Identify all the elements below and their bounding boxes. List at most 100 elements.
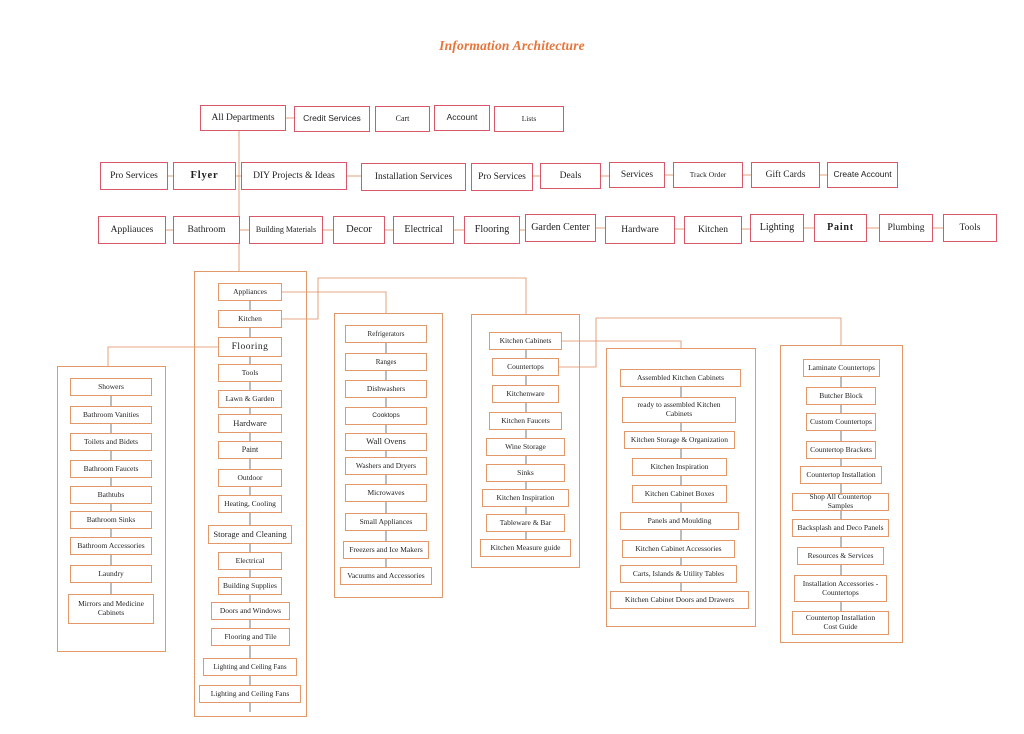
appl-washers-dryers[interactable]: Washers and Dryers [345,457,427,475]
all-dept-lighting-ceiling-fans[interactable]: Lighting and Ceiling Fans [203,658,297,676]
nav-create-account[interactable]: Create Account [827,162,898,188]
panel-kitchen-cabinets [606,348,756,627]
kit-kitchen-faucets[interactable]: Kitchen Faucets [489,412,562,430]
kit-sinks[interactable]: Sinks [486,464,565,482]
ct-installation-cost-guide[interactable]: Countertop Installation Cost Guide [792,611,889,635]
kit-kitchen-measure-guide[interactable]: Kitchen Measure guide [480,539,571,557]
ct-resources-services[interactable]: Resources & Services [797,547,884,565]
nav-gift-cards[interactable]: Gift Cards [751,162,820,188]
all-dept-lighting-ceiling-fans-2[interactable]: Lighting and Ceiling Fans [199,685,301,703]
bath-faucets[interactable]: Bathroom Faucets [70,460,152,478]
bath-toilets-bidets[interactable]: Toilets and Bidets [70,433,152,451]
dept-tools[interactable]: Tools [943,214,997,242]
nav-pro-services-2[interactable]: Pro Services [471,163,533,191]
cab-assembled[interactable]: Assembled Kitchen Cabinets [620,369,741,387]
nav-credit-services[interactable]: Credit Services [294,106,370,132]
ct-installation[interactable]: Countertop Installation [800,466,882,484]
cab-cabinet-accessories[interactable]: Kitchen Cabinet Accessories [622,540,735,558]
all-dept-appliances[interactable]: Appliances [218,283,282,301]
ct-shop-all-samples[interactable]: Shop All Countertop Samples [792,493,889,511]
bathroom-panel-link [107,346,218,366]
all-dept-heating-cooling[interactable]: Heating, Cooling [218,495,282,513]
nav-deals[interactable]: Deals [540,163,601,189]
ct-brackets[interactable]: Countertop Brackets [806,441,876,459]
ct-backsplash-deco-panels[interactable]: Backsplash and Deco Panels [792,519,889,537]
all-dept-paint[interactable]: Paint [218,441,282,459]
dept-lighting[interactable]: Lighting [750,214,804,242]
kit-kitchen-cabinets[interactable]: Kitchen Cabinets [489,332,562,350]
appl-refrigerators[interactable]: Refrigerators [345,325,427,343]
nav-lists[interactable]: Lists [494,106,564,132]
dept-building-materials[interactable]: Building Materials [249,216,323,244]
bath-accessories[interactable]: Bathroom Accessories [70,537,152,555]
bath-mirrors-medicine-cabinets[interactable]: Mirrors and Medicine Cabinets [68,594,154,624]
all-dept-doors-windows[interactable]: Doors and Windows [211,602,290,620]
appl-freezers-ice-makers[interactable]: Freezers and Ice Makers [343,541,429,559]
all-dept-electrical[interactable]: Electrical [218,552,282,570]
panel-all-departments [194,271,307,717]
cab-ready-to-assemble[interactable]: ready to assembled Kitchen Cabinets [622,397,736,423]
bath-laundry[interactable]: Laundry [70,565,152,583]
ct-butcher-block[interactable]: Butcher Block [806,387,876,405]
appl-ranges[interactable]: Ranges [345,353,427,371]
kit-wine-storage[interactable]: Wine Storage [486,438,565,456]
all-dept-flooring[interactable]: Flooring [218,337,282,357]
nav-track-order[interactable]: Track Order [673,162,743,188]
dept-flooring[interactable]: Flooring [464,216,520,244]
all-dept-kitchen[interactable]: Kitchen [218,310,282,328]
cab-kitchen-inspiration[interactable]: Kitchen Inspiration [632,458,727,476]
ct-installation-accessories[interactable]: Installation Accessories - Countertops [794,575,887,602]
nav-all-departments[interactable]: All Departments [200,105,286,131]
bath-vanities[interactable]: Bathroom Vanities [70,406,152,424]
nav-diy-projects-ideas[interactable]: DIY Projects & Ideas [241,162,347,190]
appl-vacuums-accessories[interactable]: Vacuums and Accessories [340,567,432,585]
bath-bathtubs[interactable]: Bathtubs [70,486,152,504]
dept-decor[interactable]: Decor [333,216,385,244]
cab-doors-drawers[interactable]: Kitchen Cabinet Doors and Drawers [610,591,749,609]
panel-appliances [334,313,443,598]
ct-custom[interactable]: Custom Countertops [806,413,876,431]
ct-laminate[interactable]: Laminate Countertops [803,359,880,377]
kit-kitchen-inspiration[interactable]: Kitchen Inspiration [482,489,569,507]
dept-electrical[interactable]: Electrical [393,216,454,244]
all-dept-lawn-garden[interactable]: Lawn & Garden [218,390,282,408]
kit-kitchenware[interactable]: Kitchenware [492,385,559,403]
all-dept-building-supplies[interactable]: Building Supplies [218,577,282,595]
appl-cooktops[interactable]: Cooktops [345,407,427,425]
appl-dishwashers[interactable]: Dishwashers [345,380,427,398]
all-dept-storage-cleaning[interactable]: Storage and Cleaning [208,525,292,544]
dept-bathroom[interactable]: Bathroom [173,216,240,244]
kit-tableware-bar[interactable]: Tableware & Bar [486,514,565,532]
bath-showers[interactable]: Showers [70,378,152,396]
appl-wall-ovens[interactable]: Wall Ovens [345,433,427,451]
dept-paint[interactable]: Paint [814,214,867,242]
appl-microwaves[interactable]: Microwaves [345,484,427,502]
cab-carts-islands-tables[interactable]: Carts, Islands & Utility Tables [620,565,737,583]
dept-hardware[interactable]: Hardware [605,216,675,244]
dept-kitchen[interactable]: Kitchen [684,216,742,244]
diagram-title: Information Architecture [439,38,585,53]
nav-installation-services[interactable]: Installation Services [361,163,466,191]
all-dept-outdoor[interactable]: Outdoor [218,469,282,487]
all-dept-flooring-tile[interactable]: Flooring and Tile [211,628,290,646]
dept-garden-center[interactable]: Garden Center [525,214,596,242]
all-dept-tools[interactable]: Tools [218,364,282,382]
nav-services[interactable]: Services [609,162,665,188]
cabinets-panel-link [562,340,682,348]
cab-cabinet-boxes[interactable]: Kitchen Cabinet Boxes [632,485,727,503]
nav-account[interactable]: Account [434,105,490,131]
nav-pro-services[interactable]: Pro Services [100,162,168,190]
appl-small-appliances[interactable]: Small Appliances [345,513,427,531]
cab-panels-moulding[interactable]: Panels and Moulding [620,512,739,530]
dept-plumbing[interactable]: Plumbing [879,214,933,242]
cab-storage-organization[interactable]: Kitchen Storage & Organization [624,431,735,449]
all-dept-hardware[interactable]: Hardware [218,414,282,433]
dept-appliances[interactable]: Appliauces [98,216,166,244]
nav-flyer[interactable]: Flyer [173,162,236,190]
bath-sinks[interactable]: Bathroom Sinks [70,511,152,529]
panel-countertops [780,345,903,643]
kit-countertops[interactable]: Countertops [492,358,559,376]
nav-cart[interactable]: Cart [375,106,430,132]
appliances-panel-link [282,291,387,313]
